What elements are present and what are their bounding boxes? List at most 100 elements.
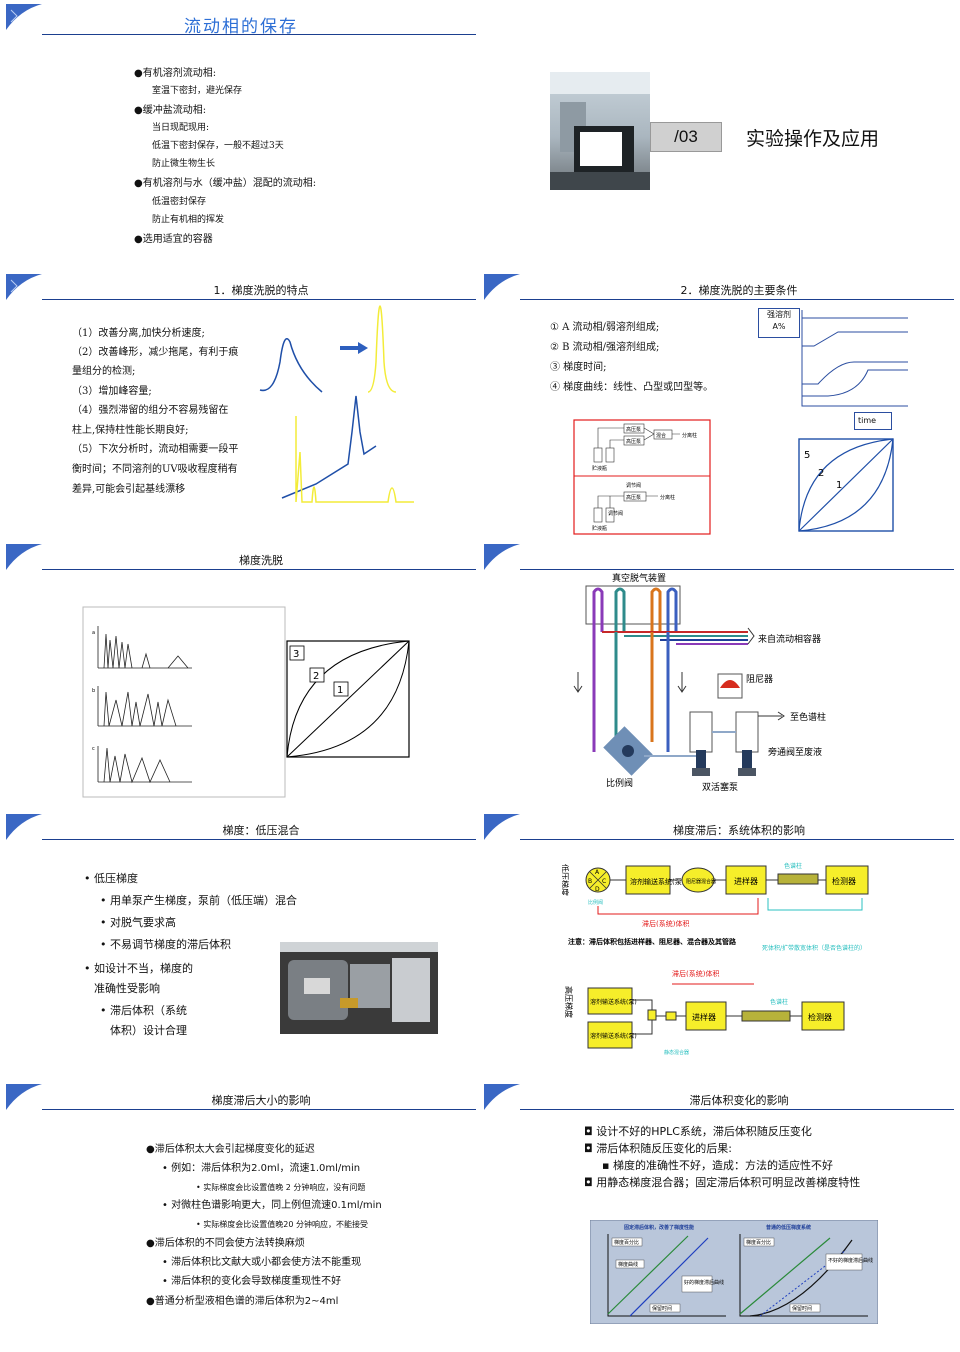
from-reservoir-label: 来自流动相容器 (758, 633, 821, 645)
degasser-pump-schematic: 真空脱气装置 来自流动相容器 比例阀 (573, 572, 826, 793)
corner-tab-icon (6, 4, 42, 30)
y-axis-label-box: 强溶剂 A% (758, 308, 800, 338)
delay-comparison-chart: 固定滞后体积，改善了梯度性能 普通的低压梯度系统 梯度百分比 梯度曲线 好的梯度… (590, 1220, 878, 1324)
slide-delay-magnitude: 梯度滞后大小的影响 ●滞后体积太大会引起梯度变化的延迟 • 例如：滞后体积为2.… (6, 1084, 476, 1346)
lp-mixer-label: 阻尼器混合器 (686, 878, 716, 885)
panel-label-c: c (92, 746, 95, 752)
delay-volume-diagram: 低压梯度 A B C D 比例阀 溶剂输送系统(泵) 阻尼器混合器 进样器 色谱… (562, 862, 869, 1056)
lp-line-4: • 不易调节梯度的滞后体积 (100, 938, 231, 951)
lp-line-7: • 滞后体积（系统 (100, 1004, 187, 1017)
variation-line-2: ◘ 滞后体积随反压变化的后果: (584, 1142, 732, 1155)
storage-line-9: 防止有机相的挥发 (152, 215, 225, 225)
slide-header: 梯度：低压混合 (6, 814, 476, 840)
panel-label-a: a (92, 630, 95, 636)
peak-comparison-graphic (259, 305, 414, 503)
condition-line-1: ① A 流动相/弱溶剂组成; (550, 322, 660, 333)
slide-title: 梯度滞后：系统体积的影响 (673, 824, 805, 837)
reservoir-label-1: 贮液瓶 (592, 465, 607, 472)
panel-label-b: b (92, 688, 95, 694)
to-column-label: 至色谱柱 (790, 711, 826, 723)
curve-label-3: 3 (293, 649, 299, 660)
condition-line-3: ③ 梯度时间; (550, 362, 607, 373)
slide-gradient-conditions: 2．梯度洗脱的主要条件 ① A 流动相/弱溶剂组成; ② B 流动相/强溶剂组成… (484, 274, 954, 536)
storage-line-8: 低温密封保存 (152, 197, 207, 207)
slide-title: 2．梯度洗脱的主要条件 (680, 284, 798, 297)
right-x-label: 保留时间 (792, 1305, 812, 1312)
hp-pump-a-label: 溶剂输送系统(泵) (590, 998, 637, 1006)
valve-letter-c: C (602, 878, 606, 885)
slide-header: 2．梯度洗脱的主要条件 (484, 274, 954, 300)
pump-label-3: 高压泵 (626, 494, 641, 501)
variation-line-1: ◘ 设计不好的HPLC系统，滞后体积随反压变化 (584, 1125, 812, 1138)
slide-header: 梯度滞后：系统体积的影响 (484, 814, 954, 840)
corner-tab-icon (484, 274, 520, 300)
hp-column-label: 色谱柱 (770, 998, 788, 1006)
slide-title: 梯度：低压混合 (222, 824, 300, 837)
gradient-profile-graphic (801, 310, 908, 407)
mixer-label: 混合 (656, 432, 666, 439)
lp-detector-label: 检测器 (832, 876, 856, 886)
damper-label: 阻尼器 (746, 674, 773, 685)
corner-tab-icon (6, 1084, 42, 1110)
curve-label-2: 2 (313, 671, 319, 682)
hp-injector-label: 进样器 (692, 1012, 716, 1022)
delay-line-6: ●滞后体积的不同会使方法转换麻烦 (146, 1238, 305, 1249)
corner-tab-icon (6, 274, 42, 300)
slide-gradient-elution: 梯度洗脱 a b c 3 2 1 (6, 544, 476, 806)
corner-tab-icon (484, 814, 520, 840)
slide-gradient-features: 1．梯度洗脱的特点 （1）改善分离,加快分析速度; （2）改善峰形，减少拖尾，有… (6, 274, 476, 536)
left-annotation: 好的梯度滞后曲线 (684, 1279, 724, 1286)
slide-gradient-delay: 梯度滞后：系统体积的影响 低压梯度 A B C D 比例阀 溶剂输送系统(泵) … (484, 814, 954, 1076)
delay-line-7: • 滞后体积比文献大或小都会使方法不能重现 (162, 1257, 362, 1268)
feature-line-1: （1）改善分离,加快分析速度; (72, 328, 205, 339)
storage-line-4: 当日现配现用: (152, 123, 210, 133)
lp-line-6: 准确性受影响 (94, 982, 160, 995)
feature-line-5: （4）强烈滞留的组分不容易残留在 (72, 405, 229, 416)
curve-label-1: 1 (337, 685, 343, 696)
valve-letter-b: B (588, 878, 592, 885)
hp-detector-label: 检测器 (808, 1012, 832, 1022)
storage-line-1: ●有机溶剂流动相: (134, 68, 217, 79)
storage-line-5: 低温下密封保存，一般不超过3天 (152, 141, 284, 151)
static-mixer-label: 静态混合器 (664, 1049, 689, 1056)
lp-column-label: 色谱柱 (784, 862, 802, 870)
delay-line-3: • 实际梯度会比设置值晚 2 分钟响应，没有问题 (196, 1183, 366, 1192)
curve-label-5: 5 (804, 450, 810, 461)
lab-photo (550, 72, 650, 190)
curve-label-2: 2 (818, 468, 824, 479)
right-annotation: 不好的梯度滞后曲线 (828, 1257, 873, 1264)
section-number: /03 (674, 127, 698, 146)
slide-header: 滞后体积变化的影响 (484, 1084, 954, 1110)
chromatogram-panels: a b c (82, 606, 286, 798)
system-schematic: 高压泵 高压泵 混合 分离柱 贮液瓶 调节阀 高压泵 分离柱 调节阀 贮液瓶 (573, 419, 711, 535)
slide-title: 梯度滞后大小的影响 (211, 1094, 311, 1107)
lp-delay-label: 滞后(系统)体积 (642, 919, 689, 928)
slide-title: 梯度洗脱 (239, 554, 283, 567)
degasser-label: 真空脱气装置 (612, 572, 666, 584)
column-label-1: 分离柱 (682, 432, 697, 439)
lp-line-8: 体积）设计合理 (110, 1024, 187, 1037)
slide-header: 梯度洗脱 (6, 544, 476, 570)
feature-line-3: 量组分的检测; (72, 366, 136, 377)
right-y-label: 梯度百分比 (746, 1239, 771, 1246)
dual-piston-pump-label: 双活塞泵 (702, 781, 738, 793)
delay-line-1: ●滞后体积太大会引起梯度变化的延迟 (146, 1144, 315, 1155)
valve-label-1: 调节阀 (626, 482, 641, 489)
delay-line-2: • 例如：滞后体积为2.0ml，流速1.0ml/min (162, 1163, 361, 1174)
left-y-label: 梯度百分比 (614, 1239, 639, 1246)
right-chart-title: 普通的低压梯度系统 (766, 1224, 811, 1231)
section-number-box: /03 (650, 122, 722, 152)
corner-tab-icon (484, 1084, 520, 1110)
storage-line-3: ●缓冲盐流动相: (134, 105, 207, 116)
lp-pump-label: 溶剂输送系统(泵) (630, 877, 685, 886)
proportion-valve-label: 比例阀 (606, 777, 633, 789)
pump-label-1: 高压泵 (626, 426, 641, 433)
feature-line-7: （5）下次分析时，流动相需要一段平 (72, 444, 239, 455)
delay-line-9: ●普通分析型液相色谱的滞后体积为2~4ml (146, 1296, 339, 1307)
storage-line-2: 室温下密封，避光保存 (152, 86, 243, 96)
condition-line-2: ② B 流动相/强溶剂组成; (550, 342, 660, 353)
corner-tab-icon (6, 544, 42, 570)
delay-line-4: • 对微柱色谱影响更大，同上例但流速0.1ml/min (162, 1200, 382, 1211)
slide-title: 流动相的保存 (184, 17, 298, 37)
variation-line-3: ▪ 梯度的准确性不好，造成：方法的适应性不好 (602, 1159, 833, 1172)
